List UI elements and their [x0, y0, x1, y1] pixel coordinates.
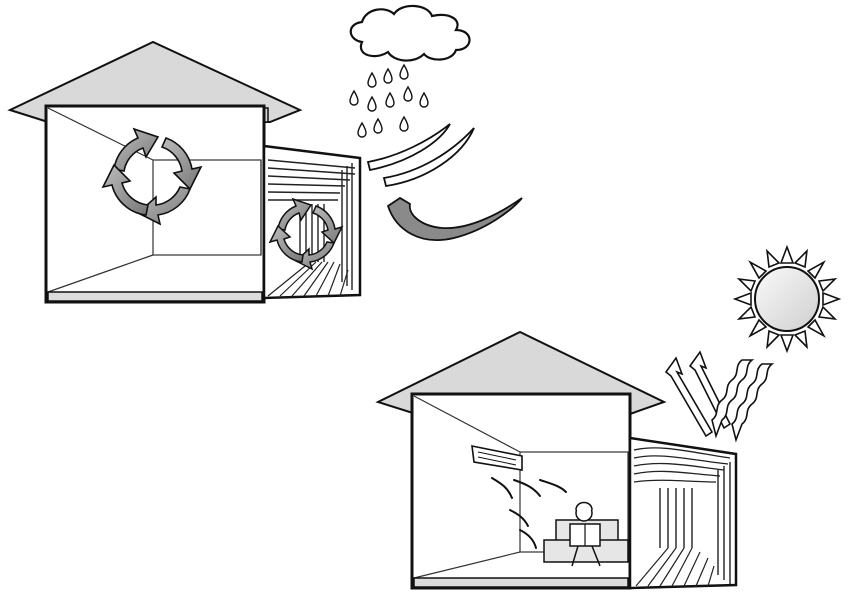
top-sunroom [264, 146, 360, 298]
sunlight-reflection-arrows-icon [666, 352, 772, 440]
top-house-floor [48, 292, 262, 301]
rain-drops-icon [350, 65, 428, 137]
bottom-house-floor [414, 578, 628, 587]
wind-gust-icon [368, 124, 522, 240]
bottom-house [378, 247, 839, 588]
bottom-sunroom [630, 438, 736, 588]
cloud-icon [351, 6, 470, 61]
sun-icon [735, 247, 839, 351]
top-house [10, 6, 522, 302]
